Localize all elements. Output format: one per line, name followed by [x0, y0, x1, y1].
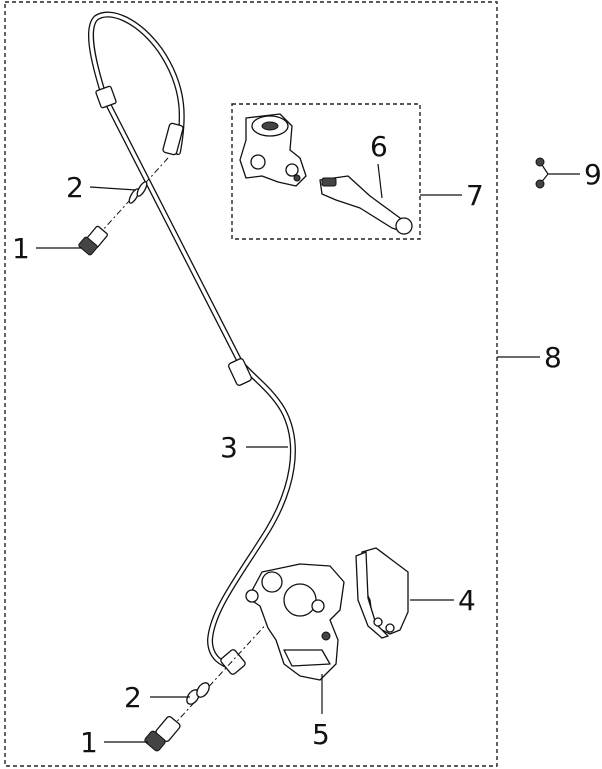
callout-7: 7 — [466, 179, 484, 212]
callout-1-bottom: 1 — [80, 726, 98, 759]
banjo-bolt-bottom — [144, 716, 181, 752]
callout-4: 4 — [458, 584, 476, 617]
callout-1-top: 1 — [12, 232, 30, 265]
washer-bottom — [186, 682, 210, 705]
callout-2-top: 2 — [66, 171, 84, 204]
callout-2-bottom: 2 — [124, 681, 142, 714]
washer-top — [128, 181, 148, 204]
master-cylinder — [239, 113, 307, 187]
callout-3: 3 — [220, 431, 238, 464]
master-cylinder-group-outline — [231, 103, 421, 240]
banjo-bolt-top — [78, 225, 108, 256]
brake-hose — [88, 11, 296, 675]
brake-caliper — [245, 563, 345, 681]
callout-9: 9 — [584, 158, 602, 191]
callout-8: 8 — [544, 341, 562, 374]
callout-5: 5 — [312, 718, 330, 751]
screws-item-9 — [535, 157, 549, 189]
brake-lever — [319, 175, 413, 235]
leader-c2-top — [89, 186, 137, 191]
callout-6: 6 — [370, 130, 388, 163]
brake-pads — [355, 547, 409, 639]
leader-c6 — [377, 163, 383, 199]
kit-outline-boundary — [4, 1, 498, 767]
